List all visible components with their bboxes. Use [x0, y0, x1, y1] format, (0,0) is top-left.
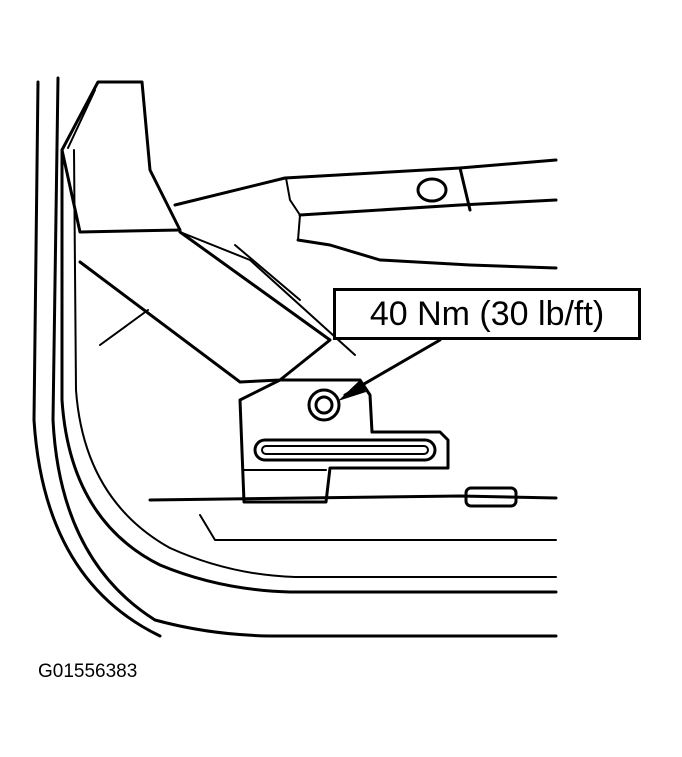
cross-member-joint — [458, 166, 472, 212]
cross-member-hole — [416, 177, 448, 203]
bolt-icon — [307, 388, 341, 422]
torque-callout: 40 Nm (30 lb/ft) — [333, 288, 641, 340]
mounting-slot-inner — [261, 445, 429, 455]
sill-rail — [148, 494, 558, 502]
sill-rail-step — [199, 514, 557, 541]
inner-panel-edge — [32, 80, 162, 638]
bolt-head — [314, 395, 334, 415]
bracket-arm — [78, 230, 332, 384]
panel-flange-edge — [60, 148, 558, 594]
cross-member-brace — [296, 238, 558, 270]
pillar-trim — [60, 80, 182, 234]
bracket-arm-hatch — [99, 244, 301, 346]
sill-slot — [464, 486, 518, 508]
figure-id: G01556383 — [38, 661, 138, 682]
torque-label: 40 Nm (30 lb/ft) — [369, 294, 605, 333]
pillar-trim-line — [67, 89, 96, 149]
cross-member — [173, 158, 558, 207]
mounting-slot — [253, 438, 437, 462]
cross-member-lower — [298, 198, 558, 217]
outer-panel-edge — [51, 76, 558, 638]
panel-flange-inner — [73, 149, 557, 578]
arrow-icon — [338, 380, 366, 401]
cross-member-end — [285, 177, 301, 241]
bracket-arm-edge — [179, 231, 356, 356]
mounting-plate — [238, 378, 450, 504]
